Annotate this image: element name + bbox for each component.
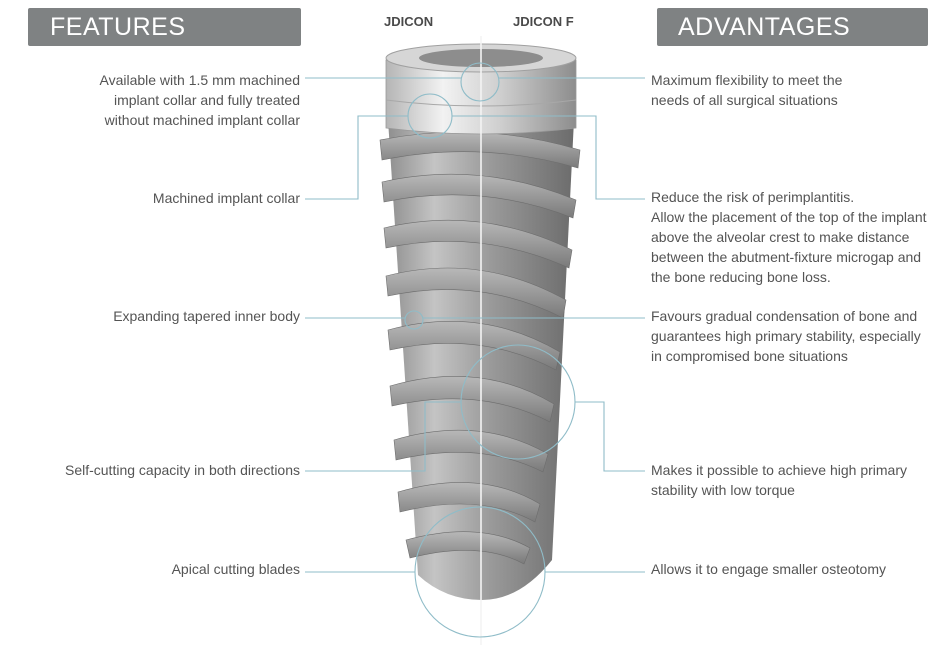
model-label-jdicon: JDICON — [384, 14, 434, 29]
feature-apical-blades: Apical cutting blades — [171, 561, 300, 577]
feature-machined-collar-availability: Available with 1.5 mm machined implant c… — [99, 72, 300, 128]
features-title: FEATURES — [50, 13, 186, 41]
feature-self-cutting: Self-cutting capacity in both directions — [64, 462, 300, 478]
advantage-flexibility: Maximum flexibility to meet the needs of… — [651, 72, 843, 108]
model-label-jdicon-f: JDICON F — [513, 14, 574, 29]
feature-tapered-inner-body: Expanding tapered inner body — [113, 308, 300, 324]
advantages-title: ADVANTAGES — [678, 13, 851, 41]
advantage-primary-stability: Makes it possible to achieve high primar… — [651, 462, 908, 498]
advantages-banner: ADVANTAGES — [657, 8, 928, 46]
features-banner: FEATURES — [28, 8, 301, 46]
advantage-bone-condensation: Favours gradual condensation of bone and… — [651, 308, 921, 364]
feature-machined-collar: Machined implant collar — [152, 190, 300, 206]
advantage-perimplantitis: Reduce the risk of perimplantitis. Allow… — [651, 189, 927, 285]
advantage-smaller-osteotomy: Allows it to engage smaller osteotomy — [651, 561, 886, 577]
